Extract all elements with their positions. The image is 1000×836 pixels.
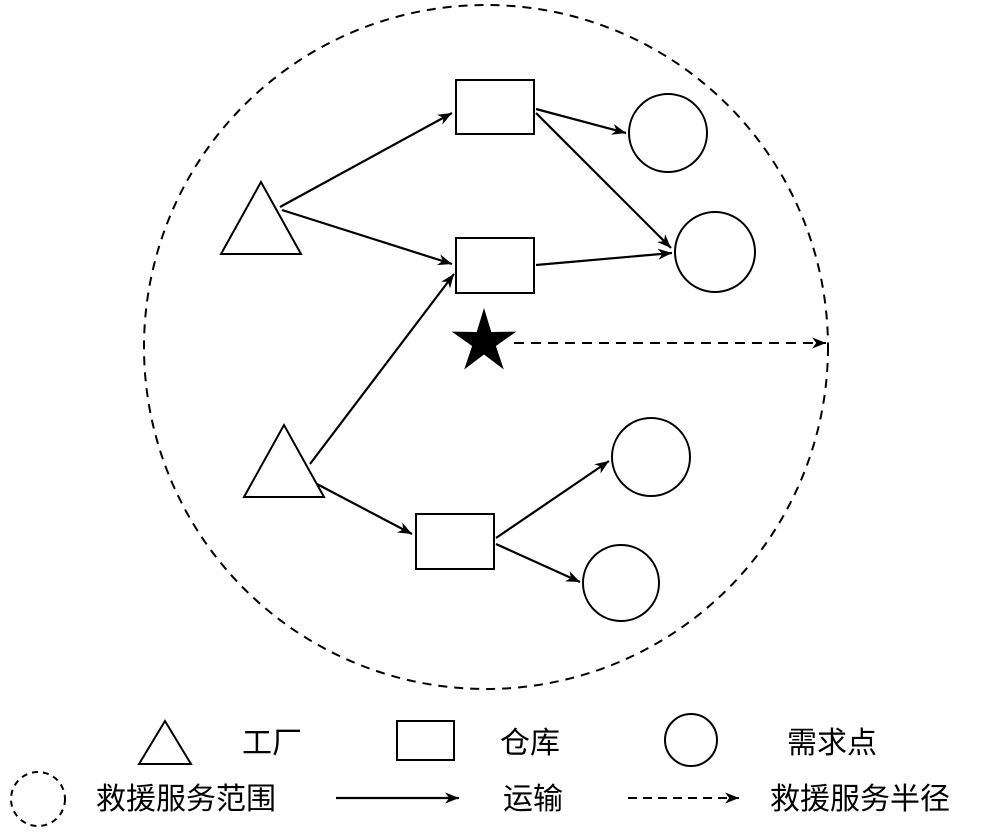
edge-warehouse1-demand2: [535, 112, 672, 249]
edge-factory1-warehouse1: [279, 112, 453, 208]
warehouse-3: [415, 513, 495, 570]
legend-service-radius-label: 救援服务半径: [770, 782, 950, 817]
demand-3: [611, 417, 691, 497]
edge-factory1-warehouse2: [281, 208, 453, 266]
edge-warehouse3-demand4: [495, 542, 581, 584]
demand-4: [582, 544, 660, 622]
edge-warehouse3-demand3: [495, 460, 610, 539]
legend-service-range-label: 救援服务范围: [96, 782, 276, 817]
edge-warehouse1-demand1: [535, 107, 627, 135]
dashed-circle-icon: [10, 771, 66, 827]
legend: 工厂 仓库 需求点 救援服务范围 运输 救援服务半径: [10, 713, 950, 827]
factory-2: [242, 422, 326, 498]
rectangle-icon: [396, 720, 455, 761]
legend-transport-label: 运输: [503, 782, 563, 817]
rescue-center-star-icon: [451, 308, 517, 370]
edge-warehouse2-demand2: [535, 248, 673, 267]
legend-factory-label: 工厂: [242, 726, 302, 761]
demand-1: [628, 93, 708, 173]
edge-factory2-warehouse2: [309, 273, 455, 465]
circle-icon: [664, 713, 718, 767]
factory-1: [219, 179, 303, 255]
warehouse-2: [455, 237, 535, 294]
legend-demand-label: 需求点: [787, 726, 877, 761]
service-range-circle: [143, 4, 829, 690]
edge-factory2-warehouse3: [314, 482, 413, 535]
warehouse-1: [455, 79, 535, 135]
legend-warehouse-label: 仓库: [500, 726, 560, 761]
triangle-icon: [137, 719, 193, 765]
demand-2: [674, 211, 756, 293]
transport-edges: [279, 107, 673, 584]
